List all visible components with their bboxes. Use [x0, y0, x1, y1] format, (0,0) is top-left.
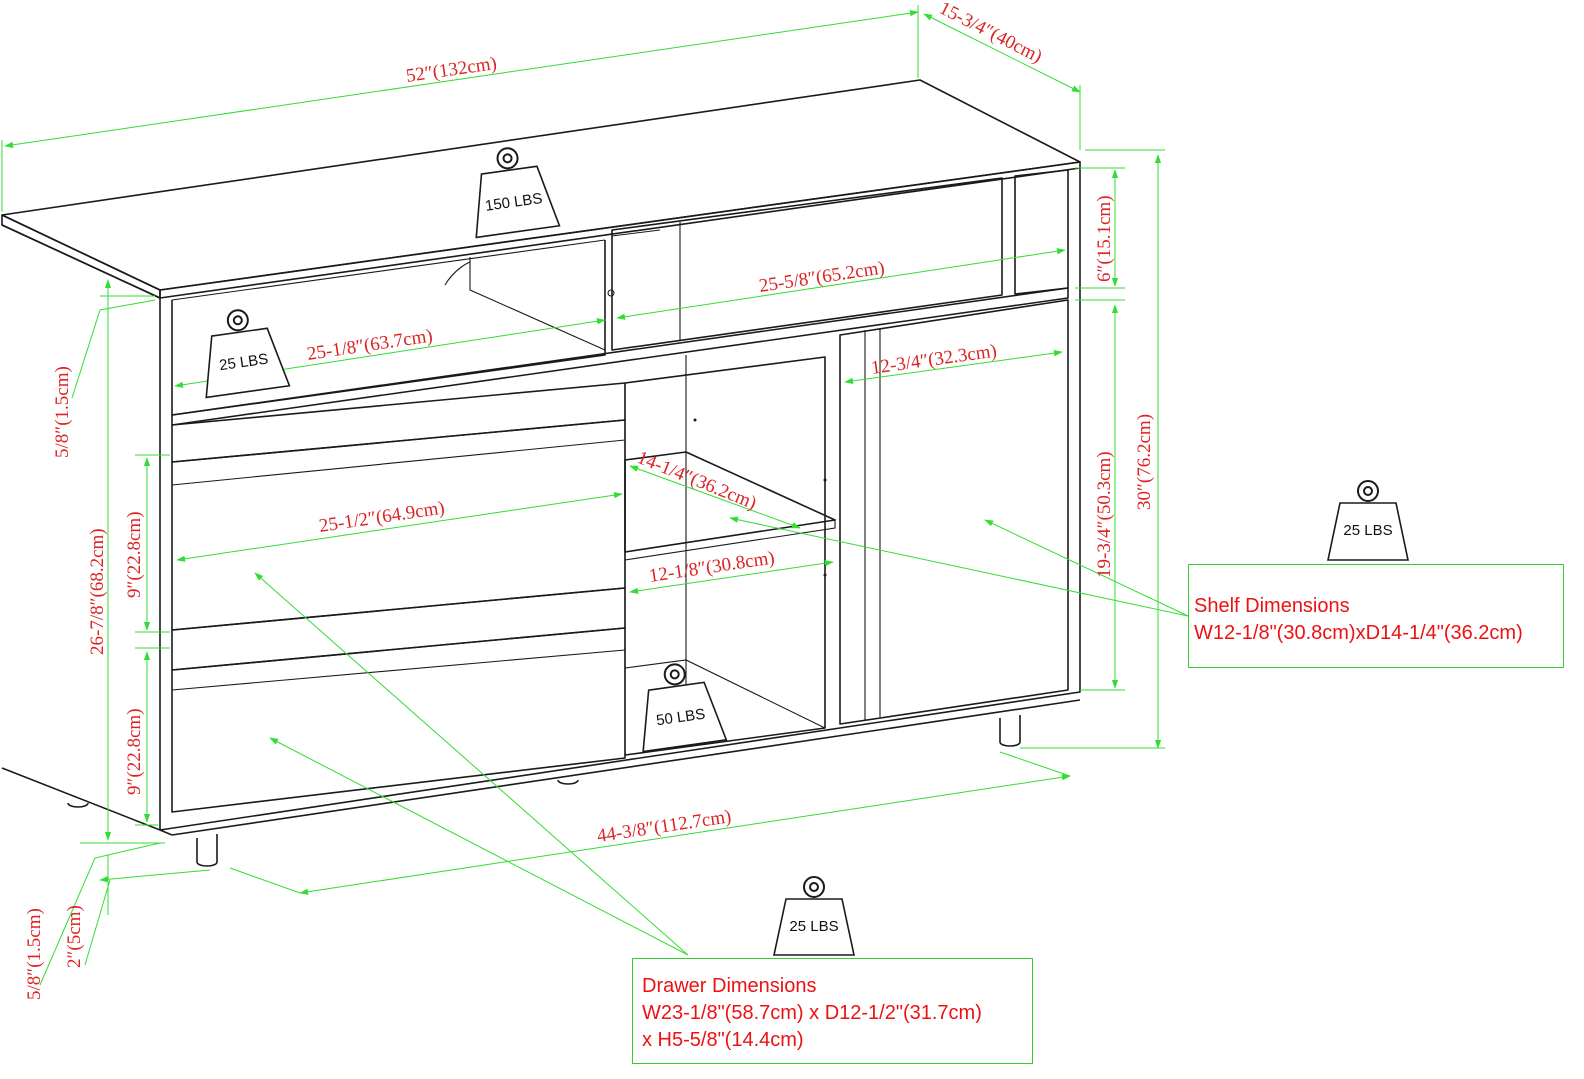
drawer-dimensions-line1: W23-1/8"(58.7cm) x D12-1/2"(31.7cm): [642, 1002, 982, 1024]
total-height-label: 30″(76.2cm): [1134, 414, 1155, 510]
left-opening-width-label: 25-1/8″(63.7cm): [306, 325, 434, 364]
body-height-label: 26-7/8″(68.2cm): [87, 528, 108, 655]
weight-icon-shelf: 25 LBS: [1327, 480, 1409, 561]
drawer-dimensions-box: Drawer Dimensions W23-1/8"(58.7cm) x D12…: [632, 958, 1033, 1064]
top-opening-height-label: 6″(15.1cm): [1094, 195, 1115, 282]
weight-label-drawer: 25 LBS: [789, 918, 838, 935]
weight-icon-top: 150 LBS: [475, 147, 561, 239]
drawer-face-width-label: 25-1/2″(64.9cm): [318, 497, 446, 536]
shelf-dimensions-title: Shelf Dimensions: [1194, 595, 1350, 617]
shelf-dimensions-detail: W12-1/8"(30.8cm)xD14-1/4"(36.2cm): [1194, 622, 1523, 644]
drawer-dimensions-line2: x H5-5/8"(14.4cm): [642, 1029, 804, 1051]
depth-label: 15-3/4″(40cm): [936, 0, 1046, 67]
weight-label-cabinet-floor: 50 LBS: [655, 706, 706, 730]
door-width-label: 12-3/4″(32.3cm): [870, 341, 998, 379]
weight-label-shelf: 25 LBS: [1343, 522, 1392, 539]
drawer-dimensions-title: Drawer Dimensions: [642, 975, 817, 997]
lower-cabinet-height-label: 19-3/4″(50.3cm): [1094, 451, 1115, 578]
panel-thickness-bottom-label: 5/8″(1.5cm): [24, 908, 45, 1000]
inner-width-label: 44-3/8″(112.7cm): [596, 806, 733, 847]
drawer-height-label-2: 9″(22.8cm): [124, 708, 145, 795]
panel-thickness-top-label: 5/8″(1.5cm): [52, 366, 73, 458]
dimension-lines: [1, 5, 1189, 986]
weight-icon-drawer: 25 LBS: [773, 876, 855, 956]
top-opening-width-label: 25-5/8″(65.2cm): [758, 257, 886, 296]
leg-height-label: 2″(5cm): [64, 905, 85, 968]
width-label: 52″(132cm): [405, 53, 498, 87]
shelf-dimensions-box: Shelf Dimensions W12-1/8"(30.8cm)xD14-1/…: [1188, 564, 1564, 668]
dimension-labels: 52″(132cm) 15-3/4″(40cm) 6″(15.1cm) 25-5…: [24, 0, 1155, 1000]
weight-icon-cabinet-floor: 50 LBS: [642, 663, 728, 753]
weight-icon-left-opening: 25 LBS: [205, 309, 291, 399]
weight-label-left-opening: 25 LBS: [218, 351, 269, 375]
drawer-height-label-1: 9″(22.8cm): [124, 511, 145, 598]
